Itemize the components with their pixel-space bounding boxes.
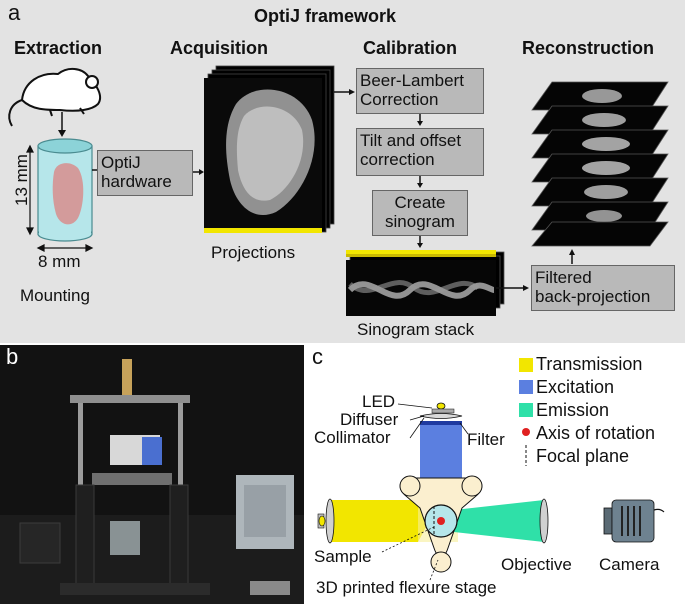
hardware-line1: OptiJ (101, 153, 141, 172)
hardware-photo-drawing (0, 345, 304, 604)
camera-icon (603, 499, 665, 543)
legend-excitation: Excitation (536, 377, 615, 397)
mouse-icon (8, 68, 102, 127)
filter-label: Filter (467, 430, 505, 449)
stage-calibration: Calibration (363, 38, 458, 58)
stage-acquisition: Acquisition (170, 38, 268, 58)
beer-line1: Beer-Lambert (360, 71, 464, 90)
legend-swatch-axis (522, 428, 530, 436)
legend-swatch-excitation (519, 380, 533, 394)
sample-label: Sample (314, 547, 372, 566)
stage-reconstruction: Reconstruction (522, 38, 655, 58)
tilt-offset-box: Tilt and offset correction (356, 128, 484, 176)
sinogram-stack (346, 250, 505, 316)
diffuser-label: Diffuser (340, 410, 399, 429)
camera-label: Camera (599, 555, 660, 574)
reconstruction-slices (531, 81, 669, 247)
legend-transmission: Transmission (536, 354, 643, 374)
collimator-label: Collimator (314, 428, 391, 447)
legend-swatch-transmission (519, 358, 533, 372)
projections-label: Projections (211, 243, 296, 262)
framework-title: OptiJ framework (254, 6, 397, 26)
legend-swatch-emission (519, 403, 533, 417)
fbp-line2: back-projection (535, 287, 651, 306)
projections-stack (204, 65, 335, 233)
dimension-arrows (26, 144, 94, 252)
sino-line2: sinogram (385, 212, 455, 231)
panel-c-letter: c (312, 344, 323, 369)
optij-hardware-box: OptiJ hardware (97, 150, 193, 196)
stage-extraction: Extraction (14, 38, 103, 58)
mounting-label: Mounting (20, 286, 90, 305)
sinogram-stack-label: Sinogram stack (357, 320, 475, 339)
panel-a-graphics (8, 65, 669, 316)
hardware-photo (0, 345, 304, 604)
beer-line2: Correction (360, 90, 439, 109)
panel-a-letter: a (8, 0, 21, 25)
fbp-line1: Filtered (535, 268, 592, 287)
panel-b-letter: b (6, 344, 19, 369)
create-sinogram-box: Create sinogram (372, 190, 468, 236)
sample-cylinder (37, 138, 93, 242)
legend-axis-of-rotation: Axis of rotation (536, 423, 656, 443)
objective-label: Objective (501, 555, 572, 574)
tilt-line2: correction (360, 150, 435, 169)
legend-focal-plane: Focal plane (536, 446, 630, 466)
legend-emission: Emission (536, 400, 610, 420)
flexure-stage-label: 3D printed flexure stage (316, 578, 497, 597)
beer-lambert-box: Beer-Lambert Correction (356, 68, 484, 114)
tilt-line1: Tilt and offset (360, 131, 462, 150)
filtered-backprojection-box: Filtered back-projection (531, 265, 675, 311)
led-label: LED (362, 392, 396, 411)
sino-line1: Create (394, 193, 446, 212)
hardware-line2: hardware (101, 172, 172, 191)
width-label: 8 mm (38, 252, 81, 271)
